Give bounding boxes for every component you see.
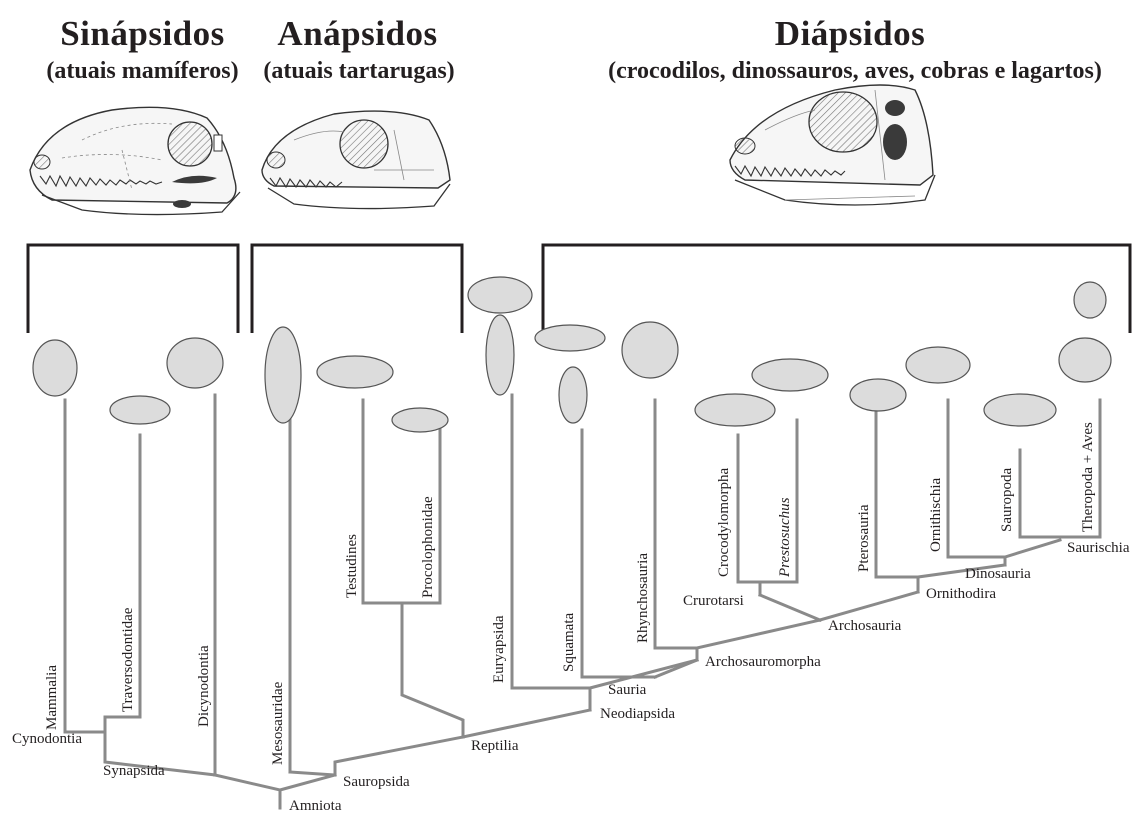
tree-branch — [948, 400, 1005, 565]
node-label: Cynodontia — [12, 731, 82, 747]
node-label: Neodiapsida — [600, 706, 675, 722]
plesiosaur-silhouette — [486, 315, 514, 395]
theropod-silhouette — [1059, 338, 1111, 382]
taxon-label: Testudines — [344, 534, 360, 598]
bird-silhouette — [1074, 282, 1106, 318]
taxon-label: Ornithischia — [928, 478, 944, 552]
turtle-silhouette — [317, 356, 393, 388]
taxon-label: Euryapsida — [491, 615, 507, 683]
taxon-label: Traversodontidae — [120, 607, 136, 712]
tree-branch — [280, 775, 335, 790]
dicynodont-silhouette — [167, 338, 223, 388]
node-label: Synapsida — [103, 763, 165, 779]
tree-branch — [512, 395, 590, 710]
taxon-label: Procolophonidae — [420, 496, 436, 598]
ichthyosaur-silhouette — [468, 277, 532, 313]
procolophonid-silhouette — [392, 408, 448, 432]
taxon-label: Mesosauridae — [270, 681, 286, 765]
taxon-label: Sauropoda — [999, 468, 1015, 532]
synapsid-bracket — [28, 245, 238, 333]
snake-silhouette — [559, 367, 587, 423]
node-label: Crurotarsi — [683, 593, 744, 609]
tree-branch — [655, 400, 697, 660]
anapsid-bracket — [252, 245, 462, 333]
node-label: Ornithodira — [926, 586, 996, 602]
sauropod-silhouette — [984, 394, 1056, 426]
rhynchosaur-silhouette — [622, 322, 678, 378]
taxon-label: Prestosuchus — [777, 497, 793, 578]
tree-branch — [1005, 540, 1060, 557]
tree-branch — [820, 592, 918, 620]
crocodile-silhouette — [695, 394, 775, 426]
node-label: Archosauromorpha — [705, 654, 821, 670]
taxon-label: Rhynchosauria — [635, 553, 651, 643]
lizard-silhouette — [535, 325, 605, 351]
node-label: Amniota — [289, 798, 342, 814]
traversodont-silhouette — [110, 396, 170, 424]
node-label: Sauria — [608, 682, 647, 698]
tree-branch — [215, 775, 280, 790]
taxon-label: Dicynodontia — [196, 645, 212, 727]
node-label: Sauropsida — [343, 774, 410, 790]
node-label: Saurischia — [1067, 540, 1130, 556]
node-label: Archosauria — [828, 618, 902, 634]
node-label: Dinosauria — [965, 566, 1031, 582]
taxon-label: Squamata — [561, 613, 577, 672]
mammal-silhouette — [33, 340, 77, 396]
mesosaur-silhouette — [265, 327, 301, 423]
diapsid-bracket — [543, 245, 1130, 333]
tree-branch — [876, 410, 918, 592]
taxon-label: Theropoda + Aves — [1080, 422, 1096, 532]
taxon-label: Pterosauria — [856, 504, 872, 572]
taxon-label: Crocodylomorpha — [716, 468, 732, 577]
tree-branch — [335, 737, 463, 775]
ornithischian-silhouette — [906, 347, 970, 383]
tree-branch — [760, 595, 820, 620]
node-label: Reptilia — [471, 738, 519, 754]
tree-branch — [402, 603, 463, 737]
tree-branch — [697, 620, 820, 648]
taxon-label: Mammalia — [44, 665, 60, 730]
tree-branch — [105, 717, 140, 732]
tree-branch — [463, 710, 590, 737]
pterosaur-silhouette — [850, 379, 906, 411]
prestosuchus-silhouette — [752, 359, 828, 391]
tree-branch — [290, 772, 335, 775]
